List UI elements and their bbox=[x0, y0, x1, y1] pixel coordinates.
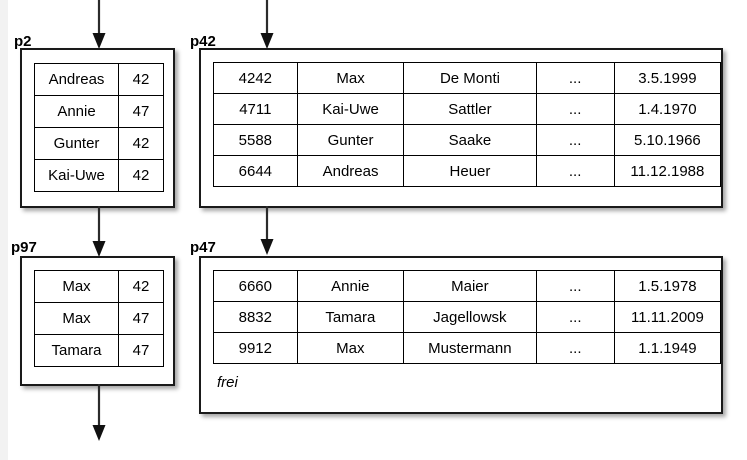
cell-id: 9912 bbox=[213, 332, 298, 364]
table-p47: 6660 Annie Maier ... 1.5.1978 8832 Tamar… bbox=[213, 270, 722, 364]
cell-more: ... bbox=[535, 93, 615, 125]
cell-first-name: Annie bbox=[296, 270, 405, 302]
cell-date: 1.4.1970 bbox=[613, 93, 722, 125]
arrow-into-p2 bbox=[90, 0, 108, 50]
table-p97: Max 42 Max 47 Tamara 47 bbox=[34, 270, 164, 367]
cell-first-name: Kai-Uwe bbox=[296, 93, 405, 125]
table-row[interactable]: 6644 Andreas Heuer ... 11.12.1988 bbox=[213, 155, 722, 187]
table-row[interactable]: Tamara 47 bbox=[34, 334, 164, 367]
table-row[interactable]: 4242 Max De Monti ... 3.5.1999 bbox=[213, 62, 722, 94]
table-row[interactable]: Kai-Uwe 42 bbox=[34, 159, 164, 192]
cell-id: 4711 bbox=[213, 93, 298, 125]
cell-name: Max bbox=[34, 302, 119, 335]
page-label-p2: p2 bbox=[14, 33, 32, 50]
cell-more: ... bbox=[535, 124, 615, 156]
arrow-p2-to-p97 bbox=[90, 206, 108, 258]
cell-more: ... bbox=[535, 332, 615, 364]
cell-more: ... bbox=[535, 62, 615, 94]
table-row[interactable]: Andreas 42 bbox=[34, 63, 164, 96]
page-box-p2[interactable]: Andreas 42 Annie 47 Gunter 42 Kai-Uwe 42 bbox=[20, 48, 175, 208]
cell-name: Andreas bbox=[34, 63, 119, 96]
cell-last-name: Mustermann bbox=[403, 332, 537, 364]
table-row[interactable]: 4711 Kai-Uwe Sattler ... 1.4.1970 bbox=[213, 93, 722, 125]
arrow-into-p42 bbox=[258, 0, 276, 50]
cell-date: 1.5.1978 bbox=[613, 270, 722, 302]
cell-date: 1.1.1949 bbox=[613, 332, 722, 364]
cell-first-name: Gunter bbox=[296, 124, 405, 156]
table-p2: Andreas 42 Annie 47 Gunter 42 Kai-Uwe 42 bbox=[34, 63, 164, 192]
cell-bucket: 47 bbox=[118, 334, 164, 367]
cell-id: 8832 bbox=[213, 301, 298, 333]
arrow-out-of-p97 bbox=[90, 384, 108, 442]
cell-date: 5.10.1966 bbox=[613, 124, 722, 156]
table-row[interactable]: 9912 Max Mustermann ... 1.1.1949 bbox=[213, 332, 722, 364]
left-margin-strip bbox=[0, 0, 8, 460]
cell-last-name: Maier bbox=[403, 270, 537, 302]
cell-bucket: 47 bbox=[118, 95, 164, 128]
cell-bucket: 42 bbox=[118, 63, 164, 96]
page-box-p42[interactable]: 4242 Max De Monti ... 3.5.1999 4711 Kai-… bbox=[199, 48, 723, 208]
cell-bucket: 42 bbox=[118, 127, 164, 160]
page-label-p47: p47 bbox=[190, 239, 216, 256]
cell-more: ... bbox=[535, 301, 615, 333]
cell-name: Kai-Uwe bbox=[34, 159, 119, 192]
cell-first-name: Tamara bbox=[296, 301, 405, 333]
cell-first-name: Max bbox=[296, 332, 405, 364]
table-row[interactable]: Annie 47 bbox=[34, 95, 164, 128]
cell-last-name: Heuer bbox=[403, 155, 537, 187]
cell-last-name: Jagellowsk bbox=[403, 301, 537, 333]
cell-date: 11.11.2009 bbox=[613, 301, 722, 333]
cell-bucket: 42 bbox=[118, 270, 164, 303]
cell-id: 5588 bbox=[213, 124, 298, 156]
page-label-p97: p97 bbox=[11, 239, 37, 256]
cell-date: 11.12.1988 bbox=[613, 155, 722, 187]
cell-last-name: Sattler bbox=[403, 93, 537, 125]
cell-more: ... bbox=[535, 270, 615, 302]
cell-date: 3.5.1999 bbox=[613, 62, 722, 94]
table-p42: 4242 Max De Monti ... 3.5.1999 4711 Kai-… bbox=[213, 62, 722, 187]
cell-last-name: Saake bbox=[403, 124, 537, 156]
table-row[interactable]: 6660 Annie Maier ... 1.5.1978 bbox=[213, 270, 722, 302]
page-box-p97[interactable]: Max 42 Max 47 Tamara 47 bbox=[20, 256, 175, 386]
cell-name: Gunter bbox=[34, 127, 119, 160]
cell-name: Max bbox=[34, 270, 119, 303]
cell-first-name: Andreas bbox=[296, 155, 405, 187]
cell-id: 4242 bbox=[213, 62, 298, 94]
free-space-label: frei bbox=[217, 374, 238, 391]
table-row[interactable]: Max 47 bbox=[34, 302, 164, 335]
table-row[interactable]: Gunter 42 bbox=[34, 127, 164, 160]
cell-last-name: De Monti bbox=[403, 62, 537, 94]
cell-first-name: Max bbox=[296, 62, 405, 94]
page-label-p42: p42 bbox=[190, 33, 216, 50]
cell-id: 6660 bbox=[213, 270, 298, 302]
cell-name: Tamara bbox=[34, 334, 119, 367]
cell-more: ... bbox=[535, 155, 615, 187]
table-row[interactable]: 8832 Tamara Jagellowsk ... 11.11.2009 bbox=[213, 301, 722, 333]
cell-bucket: 47 bbox=[118, 302, 164, 335]
cell-name: Annie bbox=[34, 95, 119, 128]
cell-id: 6644 bbox=[213, 155, 298, 187]
table-row[interactable]: 5588 Gunter Saake ... 5.10.1966 bbox=[213, 124, 722, 156]
arrow-p42-to-p47 bbox=[258, 206, 276, 256]
table-row[interactable]: Max 42 bbox=[34, 270, 164, 303]
cell-bucket: 42 bbox=[118, 159, 164, 192]
page-box-p47[interactable]: 6660 Annie Maier ... 1.5.1978 8832 Tamar… bbox=[199, 256, 723, 414]
